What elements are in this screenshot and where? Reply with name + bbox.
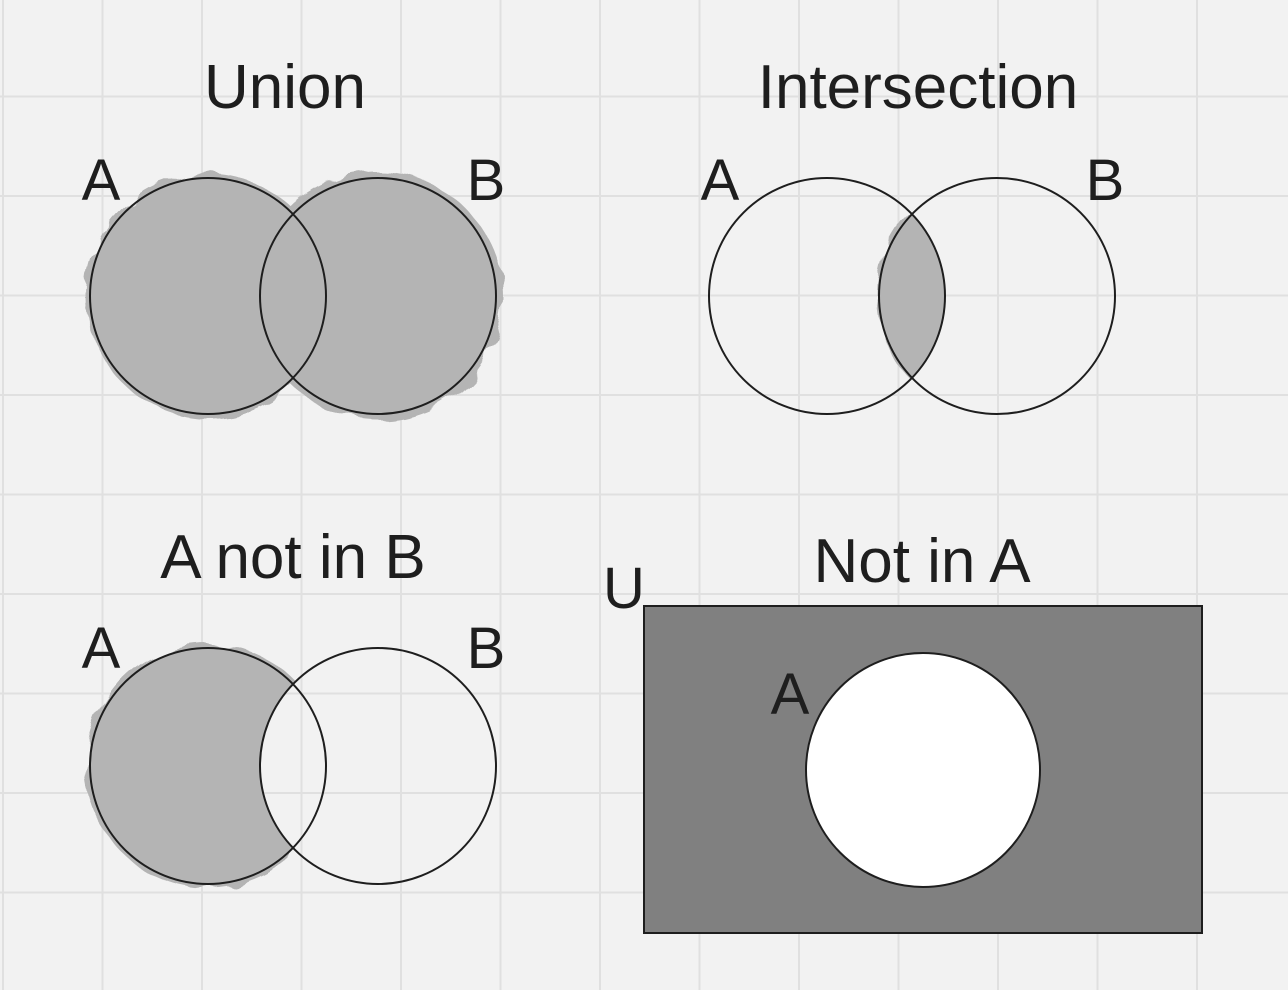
- difference-shading: [86, 644, 330, 888]
- difference-panel: A not in B A B: [82, 523, 506, 888]
- difference-title: A not in B: [160, 523, 425, 592]
- union-circle-b: [259, 177, 497, 415]
- difference-circle-a: [89, 647, 327, 885]
- complement-label-a: A: [771, 662, 810, 727]
- union-label-b: B: [467, 148, 506, 213]
- union-panel: Union A B: [82, 53, 506, 420]
- complement-title: Not in A: [813, 527, 1031, 596]
- complement-panel: Not in A U A: [603, 527, 1203, 934]
- intersection-title: Intersection: [758, 53, 1079, 122]
- union-title: Union: [204, 53, 366, 122]
- difference-label-b: B: [467, 616, 506, 681]
- intersection-label-a: A: [701, 148, 740, 213]
- difference-label-a: A: [82, 616, 121, 681]
- complement-circle-a: [805, 652, 1041, 888]
- difference-circle-b: [259, 647, 497, 885]
- complement-label-u: U: [603, 556, 645, 621]
- union-shading: [86, 172, 502, 420]
- union-circle-a: [89, 177, 327, 415]
- intersection-circle-b: [878, 177, 1116, 415]
- intersection-circle-a: [708, 177, 946, 415]
- union-label-a: A: [82, 148, 121, 213]
- intersection-label-b: B: [1086, 148, 1125, 213]
